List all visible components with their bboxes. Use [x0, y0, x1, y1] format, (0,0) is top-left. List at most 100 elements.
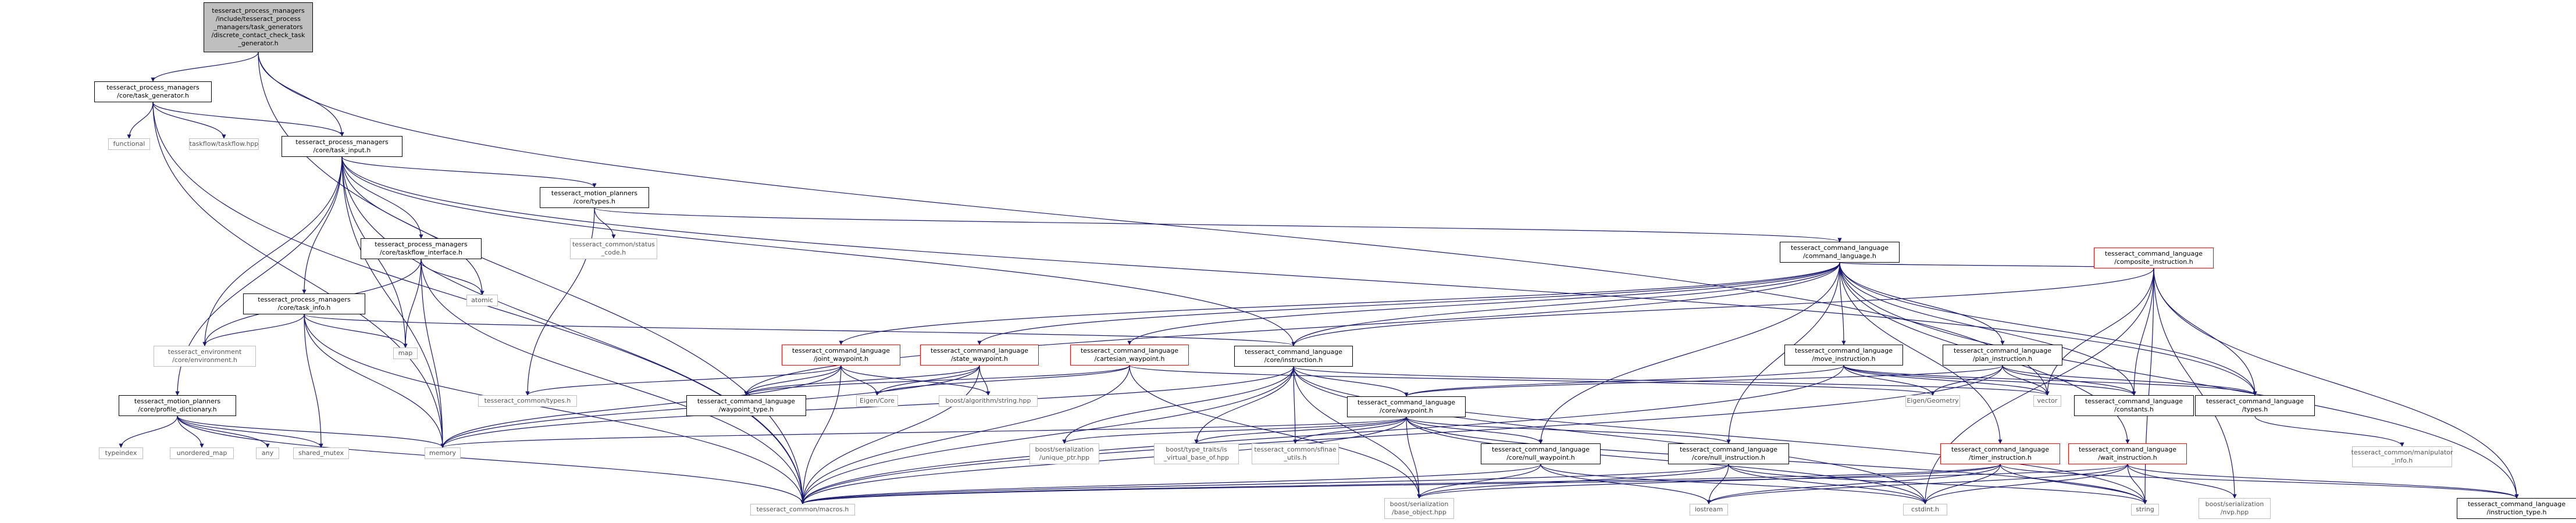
edge-tinfo-to-smutex [304, 314, 323, 448]
edge-ti-to-tinfo [302, 156, 343, 294]
graph-node-itype[interactable]: tesseract_command_language /instruction_… [2457, 498, 2576, 519]
edge-instr-to-memory [440, 366, 1294, 448]
graph-node-bobj[interactable]: boost/serialization /base_object.hpp [1384, 498, 1454, 519]
graph-node-instr[interactable]: tesseract_command_language /core/instruc… [1234, 346, 1353, 367]
graph-node-mp_types[interactable]: tesseract_motion_planners /core/types.h [540, 187, 649, 208]
graph-node-umap[interactable]: unordered_map [170, 447, 234, 459]
graph-node-cwp[interactable]: tesseract_command_language /cartesian_wa… [1070, 345, 1189, 366]
graph-node-eigencore[interactable]: Eigen/Core [856, 395, 898, 407]
edge-wp-to-nullinstr [1406, 417, 1731, 444]
graph-node-wait[interactable]: tesseract_command_language /wait_instruc… [2068, 443, 2187, 464]
edge-tinfo-to-instr [304, 314, 1296, 346]
graph-node-jwp[interactable]: tesseract_command_language /joint_waypoi… [782, 345, 900, 366]
graph-node-timer[interactable]: tesseract_command_language /timer_instru… [1940, 443, 2060, 464]
graph-node-profile[interactable]: tesseract_motion_planners /core/profile_… [119, 395, 236, 416]
edge-plan-to-constants [2002, 365, 2136, 396]
edge-nullinstr-to-macros [800, 464, 1729, 504]
graph-node-any[interactable]: any [256, 447, 279, 459]
graph-node-eigengeo[interactable]: Eigen/Geometry [1905, 395, 1960, 407]
graph-node-nullwp[interactable]: tesseract_command_language /core/null_wa… [1481, 443, 1601, 464]
edge-jwp-to-wptype [744, 365, 842, 396]
graph-node-boostalg[interactable]: boost/algorithm/string.hpp [939, 395, 1038, 407]
graph-node-atomic[interactable]: atomic [466, 295, 498, 306]
graph-node-nullinstr[interactable]: tesseract_command_language /core/null_in… [1668, 443, 1789, 464]
graph-node-memory[interactable]: memory [425, 447, 461, 459]
edge-move-to-eigengeo [1843, 365, 1935, 396]
edge-cl-to-nullinstr [1726, 262, 1840, 444]
edge-wait-to-itype [2127, 464, 2519, 499]
graph-node-manip[interactable]: tesseract_common/manipulator _info.h [2351, 446, 2453, 467]
edge-wp-to-sfinae [1293, 417, 1407, 444]
edge-nullwp-to-cstdint [1540, 464, 1927, 504]
graph-node-map[interactable]: map [393, 348, 418, 359]
graph-node-status[interactable]: tesseract_common/status _code.h [570, 238, 657, 259]
edge-ti-to-mp_types [341, 156, 597, 188]
graph-node-sfinae[interactable]: tesseract_common/sfinae _utils.h [1252, 443, 1339, 464]
graph-node-string[interactable]: string [2131, 504, 2159, 515]
graph-node-wp[interactable]: tesseract_command_language /core/waypoin… [1347, 396, 1466, 417]
edge-tinfo-to-macros [304, 314, 805, 504]
graph-node-move[interactable]: tesseract_command_language /move_instruc… [1784, 345, 1903, 366]
edge-instr-to-vector [1293, 366, 2050, 396]
edge-wp-to-uptr [1062, 417, 1407, 444]
edge-tinfo-to-env [202, 314, 305, 346]
edge-profile-to-umap [177, 415, 204, 448]
edge-swp-to-boostalg [979, 365, 991, 396]
edge-timer-to-cstdint [1923, 464, 2001, 504]
edge-profile-to-typeindex [119, 415, 178, 448]
graph-node-nvp[interactable]: boost/serialization /nvp.hpp [2199, 498, 2271, 519]
edge-wp-to-memory [440, 417, 1407, 448]
edge-timer-to-bobj [1417, 464, 2001, 499]
graph-node-smutex[interactable]: shared_mutex [293, 447, 349, 459]
graph-node-vector[interactable]: vector [2033, 395, 2061, 407]
edge-mp_types-to-status [594, 207, 616, 239]
edge-root-to-tg [151, 52, 259, 82]
graph-node-common_types[interactable]: tesseract_common/types.h [478, 395, 577, 407]
graph-node-ti[interactable]: tesseract_process_managers /core/task_in… [282, 136, 402, 157]
edge-tfi-to-macros [421, 259, 805, 504]
graph-node-swp[interactable]: tesseract_command_language /state_waypoi… [920, 345, 1039, 366]
graph-node-iostream[interactable]: iostream [1690, 504, 1728, 515]
edge-ti-to-memory [341, 156, 445, 448]
graph-node-tt[interactable]: boost/type_traits/is _virtual_base_of.hp… [1154, 443, 1239, 464]
edge-ti-to-macros [341, 156, 805, 504]
graph-node-env[interactable]: tesseract_environment /core/environment.… [154, 346, 256, 367]
edge-cl-to-cwp [1127, 262, 1840, 345]
edge-swp-to-macros [800, 365, 980, 504]
edge-move-to-vector [1843, 365, 2050, 396]
graph-node-typeindex[interactable]: typeindex [99, 447, 143, 459]
edge-instr-to-wp [1293, 366, 1409, 397]
edge-composite-to-constants [2132, 268, 2154, 396]
edge-move-to-wp [1404, 365, 1844, 397]
edge-cl-to-jwp [839, 262, 1840, 345]
graph-node-constants[interactable]: tesseract_command_language /constants.h [2074, 395, 2194, 416]
edge-wait-to-cstdint [1923, 464, 2128, 504]
graph-node-uptr[interactable]: boost/serialization /unique_ptr.hpp [1029, 443, 1099, 464]
edge-nullinstr-to-iostream [1706, 464, 1729, 504]
graph-node-plan[interactable]: tesseract_command_language /plan_instruc… [1943, 345, 2062, 366]
edge-wp-to-bobj [1406, 417, 1421, 499]
graph-node-tfi[interactable]: tesseract_process_managers /core/taskflo… [361, 238, 482, 259]
edge-cwp-to-eigengeo [1129, 365, 1935, 396]
edge-timer-to-iostream [1706, 464, 2001, 504]
graph-node-tinfo[interactable]: tesseract_process_managers /core/task_in… [243, 293, 365, 314]
edge-tinfo-to-map [304, 314, 408, 348]
graph-node-tg[interactable]: tesseract_process_managers /core/task_ge… [94, 81, 212, 102]
edge-plan-to-vector [2002, 365, 2050, 396]
edge-instr-to-sfinae [1293, 366, 1298, 444]
edge-timer-to-itype [2000, 464, 2519, 499]
edge-ti-to-atomic [341, 156, 484, 295]
graph-node-cl[interactable]: tesseract_command_language /command_lang… [1780, 242, 1900, 263]
edge-cl-to-cltypes [1839, 262, 2257, 396]
graph-node-wptype[interactable]: tesseract_command_language /waypoint_typ… [686, 395, 806, 416]
edge-swp-to-eigencore [875, 365, 980, 396]
graph-node-macros[interactable]: tesseract_common/macros.h [750, 504, 855, 515]
graph-node-composite[interactable]: tesseract_command_language /composite_in… [2094, 248, 2214, 268]
graph-node-taskflow[interactable]: taskflow/taskflow.hpp [189, 138, 259, 150]
edge-wait-to-nvp [2127, 464, 2237, 499]
graph-node-cstdint[interactable]: cstdint.h [1903, 504, 1947, 515]
graph-node-cltypes[interactable]: tesseract_command_language /types.h [2195, 395, 2315, 416]
graph-node-functional[interactable]: functional [108, 138, 150, 150]
edge-tfi-to-memory [421, 259, 445, 448]
edge-tg-to-ti [152, 102, 344, 137]
